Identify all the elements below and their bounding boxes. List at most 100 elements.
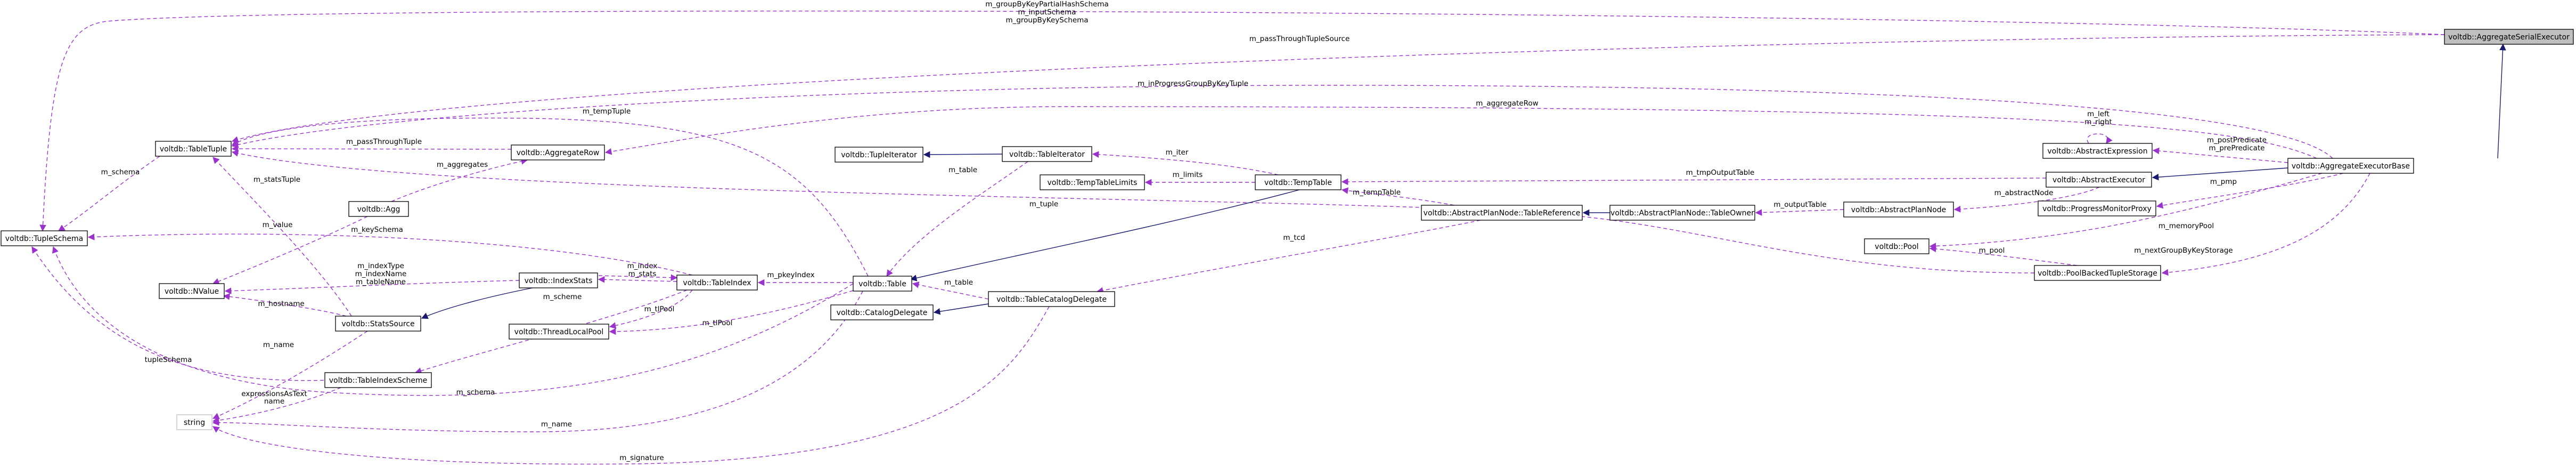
edge-nvalue-statssrc2: m_hostname: [223, 293, 347, 317]
class-node-table-iterator[interactable]: voltdb::TableIterator: [1002, 146, 1092, 162]
class-box: [2444, 29, 2574, 45]
edge-label: m_passThroughTupleSource: [1249, 35, 1350, 43]
class-node-catalog-delegate[interactable]: voltdb::CatalogDelegate: [830, 304, 934, 320]
class-node-table-index[interactable]: voltdb::TableIndex: [676, 275, 758, 291]
class-node-aggregate-row[interactable]: voltdb::AggregateRow: [511, 144, 605, 160]
edge-nvalue-agg: m_value: [212, 216, 368, 285]
edge-line: [609, 289, 693, 329]
nodes-layer: voltdb::AggregateSerialExecutorvoltdb::A…: [1, 29, 2574, 430]
class-node-agg-base[interactable]: voltdb::AggregateExecutorBase: [2287, 158, 2414, 174]
edge-tabletuple-table: m_tempTuple: [231, 107, 869, 277]
edge-label: m_tableName: [356, 278, 406, 286]
edge-line: [87, 234, 693, 276]
edge-label: m_tuple: [1029, 200, 1058, 208]
edge-label: m_schema: [456, 388, 495, 397]
class-node-table[interactable]: voltdb::Table: [853, 276, 912, 292]
edge-label-group: m_limits: [1173, 171, 1203, 179]
class-label: voltdb::ThreadLocalPool: [514, 328, 604, 336]
edge-line: [598, 274, 678, 281]
class-node-index-stats[interactable]: voltdb::IndexStats: [519, 272, 598, 288]
class-label: string: [184, 418, 205, 427]
edge-tcd-ref: m_tcd: [1096, 220, 1481, 294]
edge-label: m_table: [948, 166, 977, 174]
edge-label: m_right: [2084, 118, 2112, 126]
edge-label-group: m_signature: [619, 454, 664, 462]
edge-label-group: m_memoryPool: [2158, 222, 2214, 230]
class-node-pool-backed-tuple-storage[interactable]: voltdb::PoolBackedTupleStorage: [2034, 265, 2161, 281]
edge-line: [1929, 173, 2323, 249]
edge-line: [1341, 178, 2047, 186]
edge-label: m_hostname: [258, 300, 304, 308]
edge-label-group: m_pool: [1979, 246, 2005, 255]
edge-label: m_scheme: [543, 293, 582, 301]
edge-label: m_prePredicate: [2209, 144, 2264, 152]
class-label: voltdb::AggregateExecutorBase: [2292, 162, 2410, 171]
edge-tuple-base-progress: m_inProgressGroupByKeyTuple: [231, 79, 2333, 159]
edge-label: m_iter: [1166, 148, 1189, 157]
edge-temptable-exec: m_tmpOutputTable: [1341, 168, 2047, 186]
edge-line: [31, 246, 331, 381]
class-box: [159, 283, 225, 299]
edge-line: [1755, 209, 1844, 216]
edge-label-group: m_tlPool: [644, 305, 675, 313]
edge-line: [212, 216, 368, 285]
class-node-temp-table-limits[interactable]: voltdb::TempTableLimits: [1040, 174, 1145, 190]
edges-layer: m_groupByKeyPartialHashSchemam_inputSche…: [31, 0, 2506, 465]
class-node-tuple-iterator[interactable]: voltdb::TupleIterator: [835, 147, 923, 163]
class-node-agg[interactable]: voltdb::Agg: [348, 201, 409, 217]
edge-line: [231, 85, 2333, 159]
class-node-agg-serial[interactable]: voltdb::AggregateSerialExecutor: [2444, 29, 2574, 45]
edge-label: m_limits: [1173, 171, 1203, 179]
class-box: [509, 324, 609, 340]
class-node-string: string: [176, 414, 212, 430]
edge-label: m_indexType: [357, 262, 404, 270]
edge-line: [231, 34, 2445, 143]
class-box: [1843, 202, 1954, 218]
class-node-abstract-executor[interactable]: voltdb::AbstractExecutor: [2046, 172, 2152, 188]
edge-label-group: m_groupByKeyPartialHashSchemam_inputSche…: [985, 0, 1109, 25]
edge-pool-index: m_tlPool: [609, 289, 693, 329]
class-label: voltdb::AbstractExecutor: [2052, 176, 2145, 184]
edge-iter-temptable: m_iter: [1092, 148, 1279, 175]
edge-line: [212, 291, 863, 432]
class-node-tuple-schema[interactable]: voltdb::TupleSchema: [1, 230, 88, 246]
edge-label-group: m_tmpOutputTable: [1686, 168, 1755, 177]
class-node-temp-table[interactable]: voltdb::TempTable: [1255, 174, 1342, 190]
edge-line: [1092, 151, 1279, 175]
class-node-thread-local-pool[interactable]: voltdb::ThreadLocalPool: [509, 324, 609, 340]
class-node-abstract-expression[interactable]: voltdb::AbstractExpression: [2042, 143, 2153, 159]
edge-base-serial: [2497, 43, 2506, 159]
edge-stats-index: m_stats: [598, 270, 677, 283]
class-label: voltdb::ProgressMonitorProxy: [2042, 205, 2152, 213]
class-node-progress-monitor-proxy[interactable]: voltdb::ProgressMonitorProxy: [2038, 200, 2156, 216]
edge-line: [212, 157, 352, 317]
edge-label-group: m_passThroughTupleSource: [1249, 35, 1350, 43]
edge-label: m_tempTable: [1353, 188, 1401, 197]
edge-label-group: tupleSchema: [145, 356, 192, 364]
class-node-table-owner[interactable]: voltdb::AbstractPlanNode::TableOwner: [1609, 205, 1755, 221]
class-node-stats-source[interactable]: voltdb::StatsSource: [335, 316, 421, 332]
class-node-table-catalog-delegate[interactable]: voltdb::TableCatalogDelegate: [988, 291, 1115, 307]
class-box: [348, 201, 409, 217]
class-node-pool[interactable]: voltdb::Pool: [1864, 238, 1929, 254]
edge-label: m_index: [627, 262, 658, 270]
edge-label-group: m_schema: [456, 388, 495, 397]
class-label: voltdb::TupleSchema: [5, 235, 83, 243]
edge-tuple-serial: m_passThroughTupleSource: [231, 34, 2445, 143]
edge-string-tcd: m_signature: [212, 306, 1050, 465]
edge-tuple-aggrow: m_passThroughTuple: [231, 138, 512, 152]
edge-label-group: m_value: [263, 221, 293, 229]
class-node-abstract-plan-node[interactable]: voltdb::AbstractPlanNode: [1843, 202, 1954, 218]
edge-line: [886, 161, 1028, 277]
edge-limits-temptable: m_limits: [1144, 171, 1255, 186]
class-node-table-index-scheme[interactable]: voltdb::TableIndexScheme: [324, 372, 432, 388]
class-node-nvalue[interactable]: voltdb::NValue: [159, 283, 225, 299]
edge-line: [1929, 245, 2078, 266]
class-node-table-reference[interactable]: voltdb::AbstractPlanNode::TableReference: [1421, 205, 1583, 221]
edge-agg-aggrow: m_aggregates: [391, 158, 528, 202]
edge-label: m_pmp: [2210, 178, 2237, 186]
class-label: voltdb::TableIndexScheme: [329, 376, 428, 385]
class-node-table-tuple[interactable]: voltdb::TableTuple: [155, 141, 232, 157]
class-box: [1609, 205, 1755, 221]
edge-label: m_outputTable: [1773, 200, 1826, 209]
